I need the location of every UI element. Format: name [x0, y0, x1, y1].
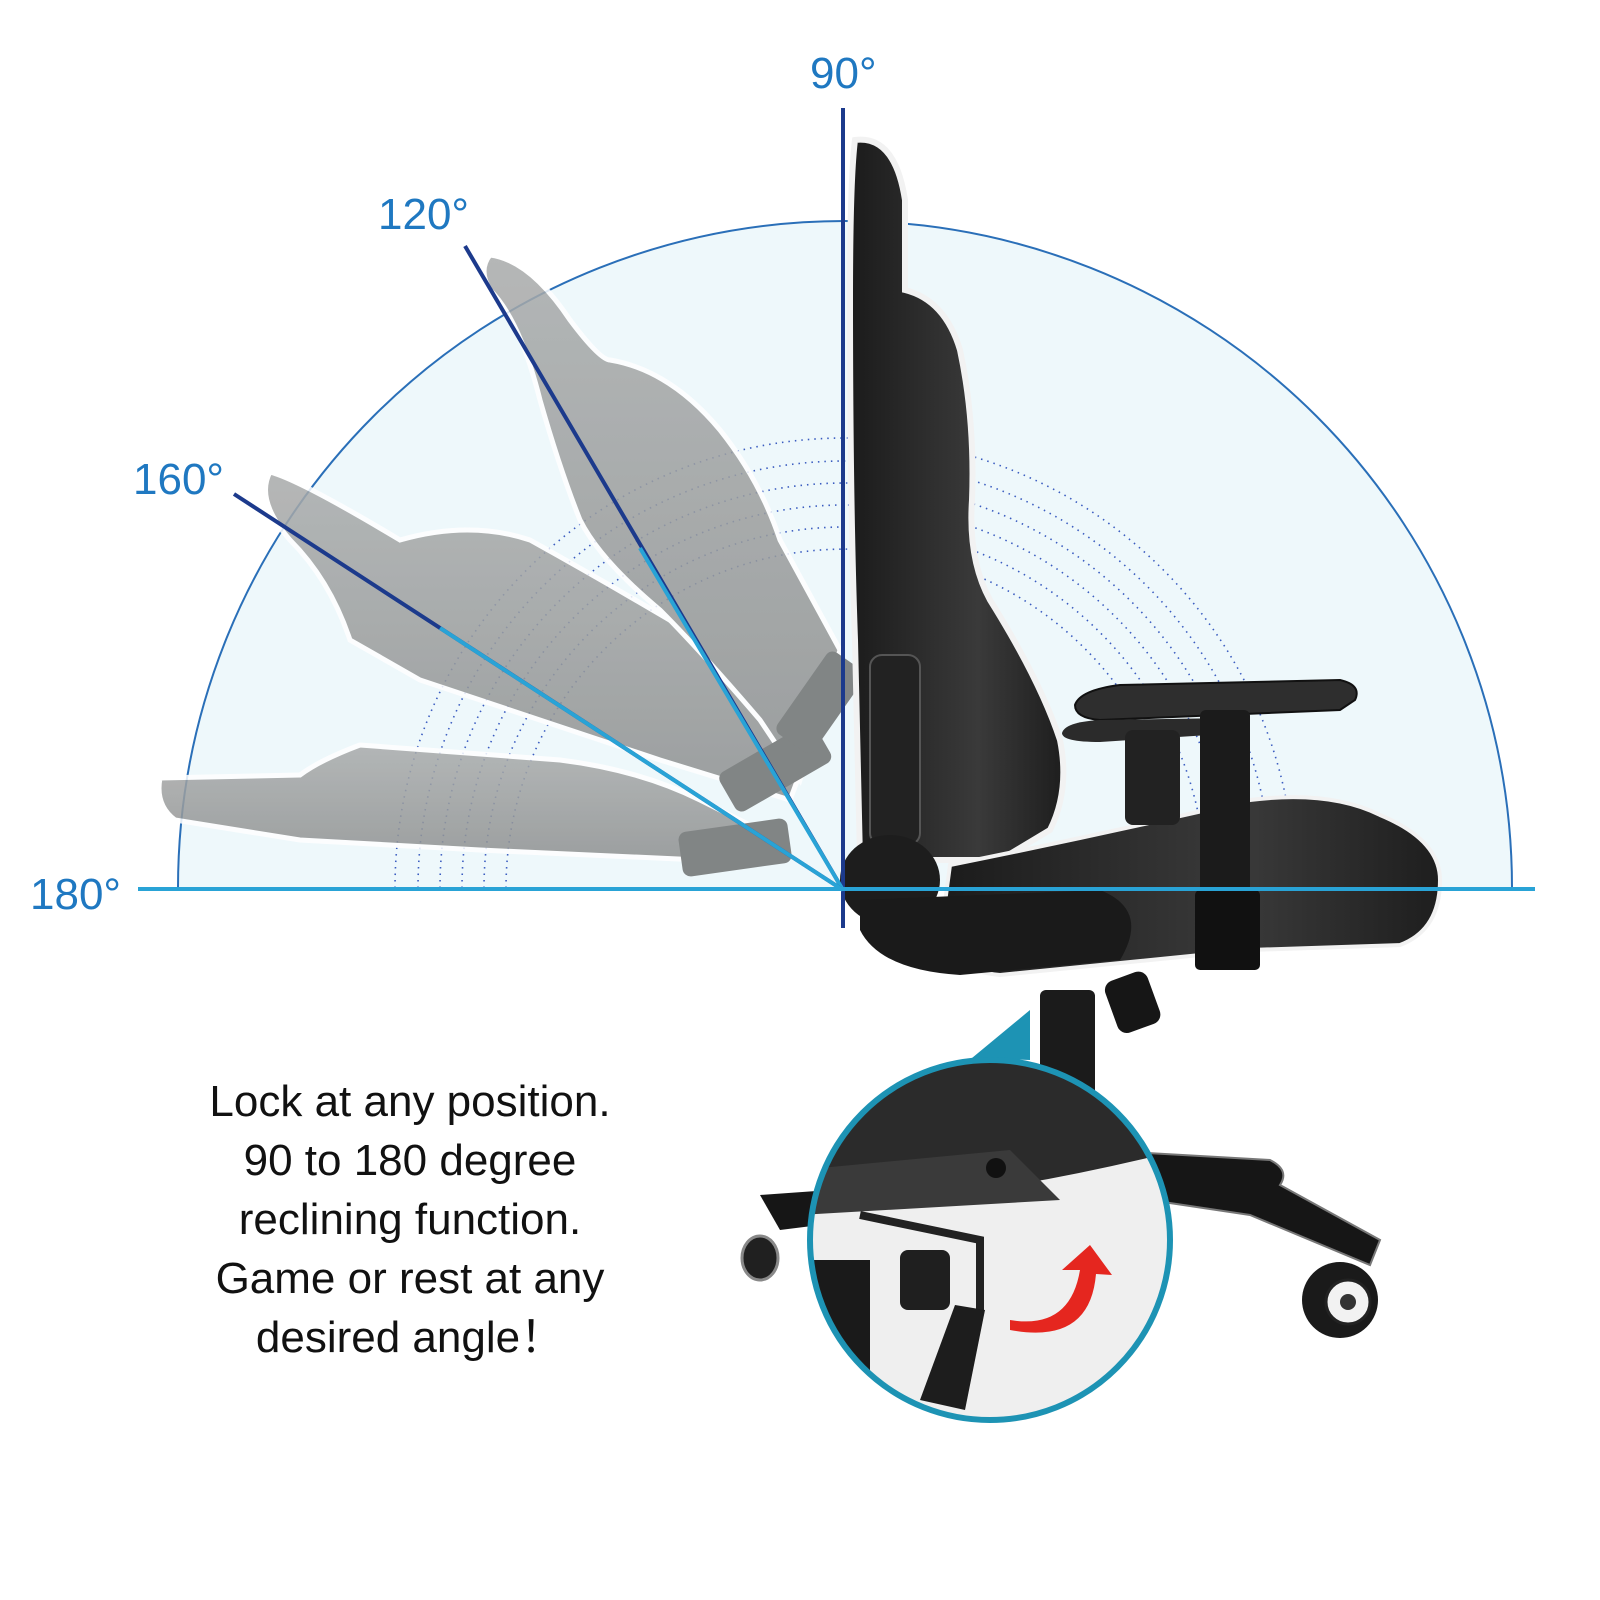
line-120-lower — [638, 546, 845, 892]
caption-line: Lock at any position. — [209, 1077, 611, 1126]
inset-pointer — [972, 1010, 1030, 1060]
ghost-backrests — [156, 252, 865, 877]
chair-upright — [740, 136, 1443, 1338]
feature-caption: Lock at any position. 90 to 180 degree r… — [150, 1072, 670, 1367]
lever-inset — [807, 1010, 1173, 1423]
caption-line: desired angle！ — [255, 1313, 565, 1362]
caption-line: reclining function. — [238, 1195, 582, 1244]
rotate-arrow-icon — [1010, 1245, 1112, 1333]
caption-line: Game or rest at any — [215, 1254, 605, 1303]
angle-lines — [138, 108, 1535, 928]
line-160-lower — [438, 626, 845, 892]
angle-label-120: 120° — [378, 190, 470, 239]
angle-label-180: 180° — [30, 870, 122, 919]
angle-label-90: 90° — [810, 49, 877, 98]
angle-label-160: 160° — [133, 455, 225, 504]
caption-line: 90 to 180 degree — [243, 1136, 577, 1185]
